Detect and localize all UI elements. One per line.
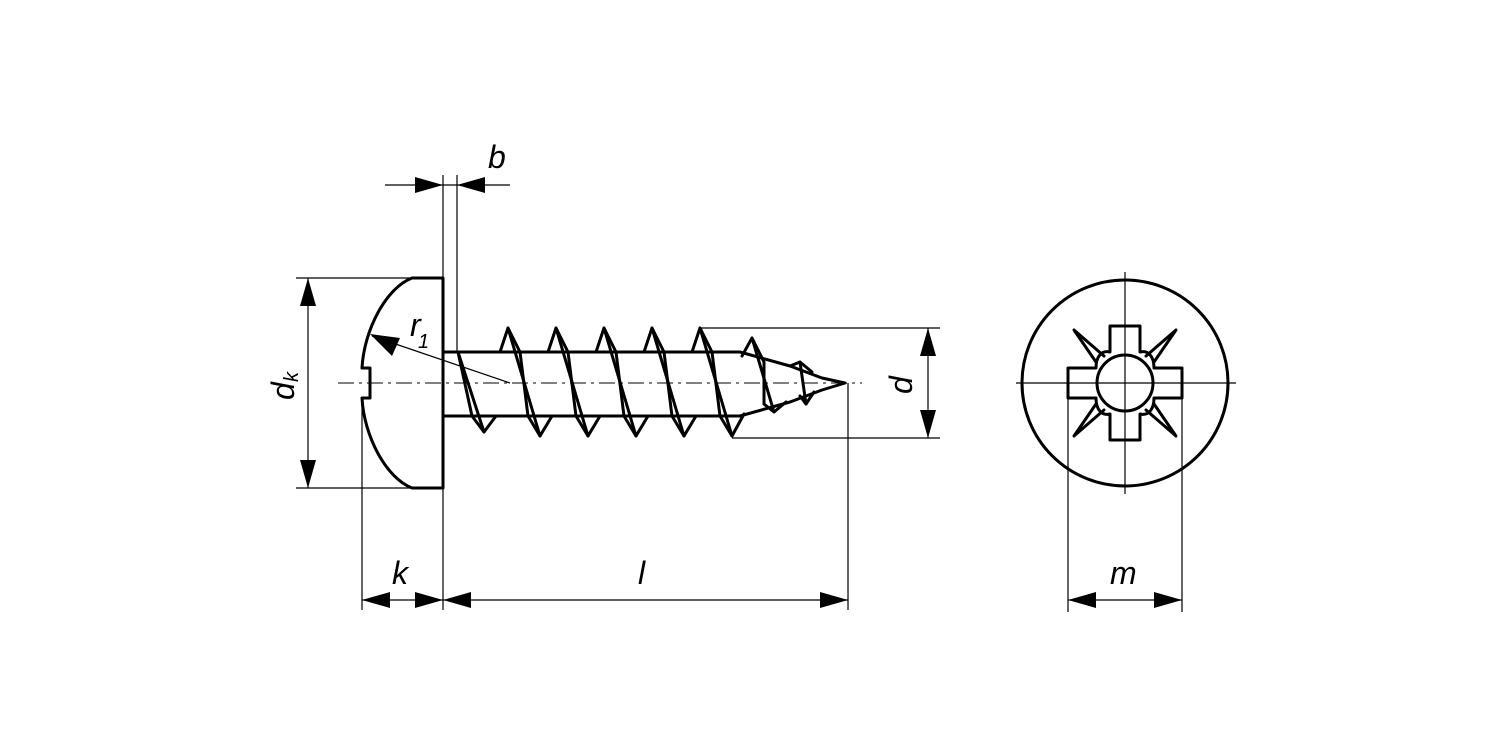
label-m: m — [1110, 555, 1137, 591]
label-k: k — [392, 555, 410, 591]
label-l: l — [638, 555, 646, 591]
label-b: b — [488, 139, 506, 175]
pozidriv-center-circle — [1095, 353, 1155, 413]
label-r1: r 1 — [410, 307, 429, 353]
top-extension-lines — [1067, 398, 1183, 612]
dim-l — [443, 592, 848, 608]
dim-d — [920, 328, 936, 438]
screw-side-view: b d k r 1 d k l — [265, 139, 940, 610]
label-dk: d k — [265, 371, 303, 400]
pozidriv-radial-ticks — [1072, 328, 1178, 438]
screw-shank — [441, 350, 847, 418]
svg-text:k: k — [281, 371, 303, 382]
dim-m — [1068, 592, 1182, 608]
side-extension-lines — [296, 175, 940, 610]
dim-b — [385, 177, 510, 193]
screw-top-view: m — [1016, 272, 1236, 612]
svg-text:r: r — [410, 307, 422, 343]
label-d: d — [883, 375, 919, 394]
dim-dk — [300, 278, 316, 488]
svg-text:d: d — [265, 381, 301, 400]
svg-text:1: 1 — [418, 331, 429, 353]
r1-arrow — [370, 334, 400, 356]
dim-k — [362, 592, 443, 608]
thread-flanks — [456, 326, 808, 438]
